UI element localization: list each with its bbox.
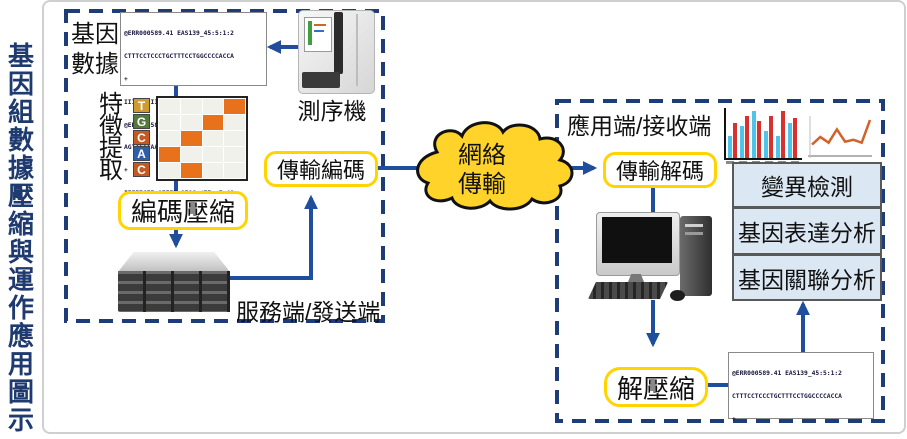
bar bbox=[769, 115, 773, 158]
computer-mouse bbox=[670, 290, 685, 301]
bar-group bbox=[740, 108, 749, 158]
sender-panel-label: 服務端/發送端 bbox=[236, 299, 381, 325]
results-bar-chart bbox=[724, 108, 802, 160]
bar bbox=[764, 130, 768, 158]
bar bbox=[793, 118, 797, 158]
matrix-cell bbox=[159, 163, 180, 178]
sequencer-label: 測序機 bbox=[297, 98, 367, 124]
bar bbox=[781, 110, 785, 158]
network-cloud-label: 網絡 傳輸 bbox=[432, 142, 532, 200]
base-tile: T bbox=[133, 98, 150, 113]
matrix-cell bbox=[202, 147, 224, 162]
base-tile: G bbox=[133, 114, 150, 129]
matrix-cell bbox=[180, 163, 202, 178]
matrix-cell bbox=[224, 131, 245, 146]
matrix-cell bbox=[180, 99, 202, 114]
sequencer-screen bbox=[304, 17, 332, 52]
base-tile: A bbox=[133, 146, 150, 161]
fastq-line: + bbox=[732, 415, 736, 423]
matrix-cell bbox=[159, 99, 180, 114]
bar bbox=[733, 123, 737, 158]
receiver-panel-label: 應用端/接收端 bbox=[567, 113, 712, 139]
arrow-server-to-encode bbox=[228, 194, 318, 280]
cloud-label-line1: 網絡 bbox=[458, 142, 506, 169]
base-tile: C bbox=[133, 162, 150, 177]
desktop-computer-image bbox=[588, 212, 716, 306]
computer-keyboard bbox=[588, 282, 668, 299]
server-rack-image bbox=[118, 252, 230, 312]
decompress-pill: 解壓縮 bbox=[604, 367, 709, 407]
bar-group bbox=[788, 108, 797, 158]
matrix-cell bbox=[202, 163, 224, 178]
bar bbox=[728, 135, 732, 158]
analysis-box-gene-expression: 基因表達分析 bbox=[732, 207, 882, 255]
transmit-decode-pill: 傳輸解碼 bbox=[603, 152, 718, 188]
receiver-panel-border bbox=[555, 99, 885, 423]
bar bbox=[788, 123, 792, 158]
bar bbox=[752, 110, 756, 158]
matrix-cell bbox=[202, 99, 224, 114]
gene-data-label: 基因數據 bbox=[71, 21, 119, 78]
bar-group bbox=[776, 108, 785, 158]
matrix-cell bbox=[202, 131, 224, 146]
matrix-cell bbox=[202, 115, 224, 130]
feature-extraction-label: 特徵提取 bbox=[99, 91, 123, 185]
sequencer-image bbox=[298, 10, 375, 94]
analysis-box-gene-association: 基因關聯分析 bbox=[732, 254, 882, 301]
matrix-cell bbox=[224, 115, 245, 130]
fastq-line: CTTTCCTCCCTGCTTTCCTGGCCCCACCA bbox=[124, 53, 234, 61]
bar-group bbox=[752, 108, 761, 158]
analysis-box-variant-detection: 變異檢測 bbox=[732, 162, 882, 208]
computer-tower bbox=[680, 216, 712, 296]
cloud-label-line2: 傳輸 bbox=[458, 170, 506, 198]
base-tile: C bbox=[133, 130, 150, 145]
matrix-cell bbox=[180, 147, 202, 162]
fastq-line: + bbox=[124, 75, 128, 83]
fastq-line: + bbox=[124, 167, 128, 175]
fastq-block-decoded: @ERR000589.41 EAS139_45:5:1:2 CTTTCCTCCC… bbox=[728, 352, 874, 439]
bar bbox=[740, 125, 744, 158]
matrix-cell bbox=[180, 131, 202, 146]
network-cloud bbox=[416, 121, 574, 211]
bar bbox=[776, 135, 780, 158]
feature-matrix bbox=[156, 96, 248, 181]
encode-compress-pill: 編碼壓縮 bbox=[118, 191, 249, 230]
bar-axis-tick bbox=[726, 161, 734, 164]
matrix-cell bbox=[180, 115, 202, 130]
computer-monitor bbox=[596, 212, 680, 276]
matrix-cell bbox=[224, 147, 245, 162]
fastq-block-source: @ERR000589.41 EAS139_45:5:1:2 CTTTCCTCCC… bbox=[120, 12, 267, 197]
matrix-cell bbox=[224, 99, 245, 114]
bar bbox=[757, 120, 761, 158]
fastq-line: CTTTCCTCCCTGCTTTCCTGGCCCCACCA bbox=[732, 393, 842, 401]
matrix-cell bbox=[159, 131, 180, 146]
bar-group bbox=[728, 108, 737, 158]
matrix-cell bbox=[159, 115, 180, 130]
page-title: 基因組數據壓縮與運作應用圖示 bbox=[4, 41, 35, 434]
bar bbox=[745, 115, 749, 158]
bar-group bbox=[764, 108, 773, 158]
fastq-line: @ERR000589.41 EAS139_45:5:1:2 bbox=[732, 370, 842, 378]
matrix-cell bbox=[224, 163, 245, 178]
matrix-cell bbox=[159, 147, 180, 162]
transmit-encode-pill: 傳輸編碼 bbox=[264, 151, 379, 187]
fastq-line: @ERR000589.41 EAS139_45:5:1:2 bbox=[124, 30, 234, 38]
results-line-chart bbox=[808, 116, 872, 158]
